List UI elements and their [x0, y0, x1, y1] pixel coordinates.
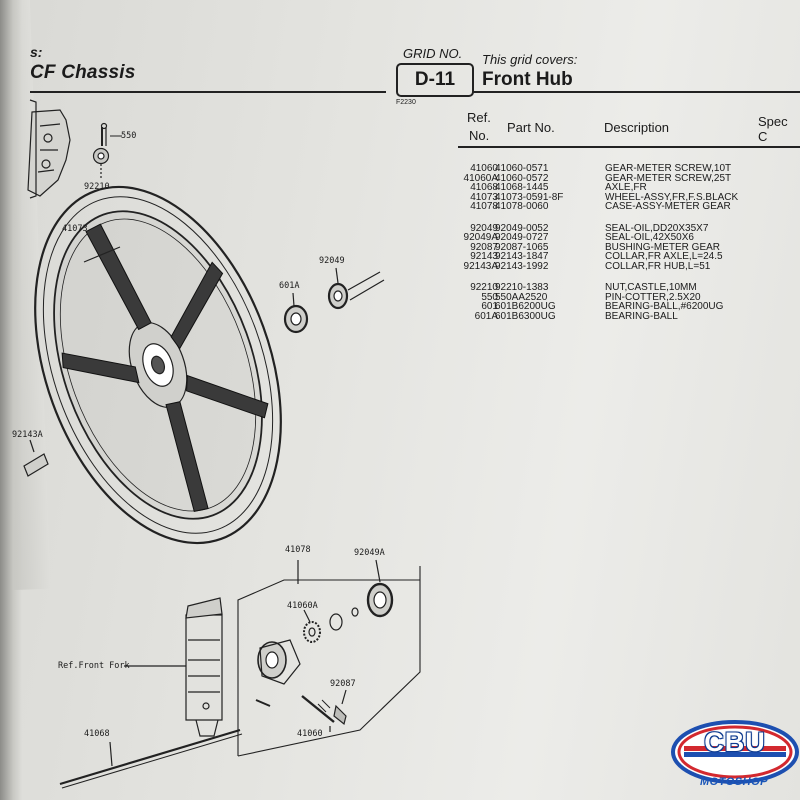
part-ref-no: 92143A — [463, 260, 498, 272]
part-description: CASE-ASSY-METER GEAR — [605, 201, 731, 212]
grid-number-box: D-11 — [396, 63, 474, 97]
part-description: GEAR-METER SCREW,25T — [605, 172, 732, 184]
callout-550: 550 — [121, 131, 137, 141]
part-description: BEARING-BALL — [605, 310, 678, 322]
part-ref-no: 41060 — [470, 163, 498, 174]
part-ref-no: 550 — [481, 291, 498, 303]
cotter-pin-550-drawing — [100, 122, 122, 146]
section-title: Front Hub — [482, 69, 573, 90]
part-description: WHEEL-ASSY,FR,F.S.BLACK — [605, 191, 739, 203]
callout-41060A: 41060A — [287, 601, 318, 611]
part-number: 92049-0727 — [495, 232, 549, 243]
part-number: 601B6200UG — [495, 301, 556, 312]
part-ref-no: 92049A — [463, 232, 498, 243]
table-header-rule — [458, 146, 800, 148]
part-number: 92143-1847 — [495, 251, 549, 262]
part-ref-no: 601A — [474, 310, 498, 322]
part-number: 550AA2520 — [495, 291, 548, 303]
meter-gear-41060-drawing — [301, 695, 335, 732]
part-description: NUT,CASTLE,10MM — [605, 282, 697, 293]
castle-nut-drawing — [92, 147, 110, 180]
part-ref-no: 41073 — [470, 191, 498, 203]
col-header-ref-line2: No. — [469, 128, 490, 143]
part-ref-no: 92143 — [470, 251, 498, 262]
front-axle-drawing — [59, 728, 243, 789]
part-ref-no: 601 — [481, 301, 498, 312]
chassis-prefix: s: — [30, 44, 43, 60]
grid-covers-label: This grid covers: — [482, 52, 578, 67]
header-rule-right — [472, 91, 800, 93]
part-description: COLLAR,FR HUB,L=51 — [605, 260, 711, 272]
part-number: 601B6300UG — [495, 310, 556, 322]
callout-92143A: 92143A — [12, 430, 43, 440]
callout-41073: 41073 — [62, 224, 88, 234]
part-ref-no: 92210 — [470, 282, 498, 293]
col-header-description: Description — [604, 120, 670, 135]
part-number: 92049-0052 — [495, 222, 549, 234]
small-ring-drawing — [351, 607, 359, 617]
watermark-brand: CBU — [704, 727, 766, 757]
col-header-ref-line1: Ref. — [467, 110, 491, 125]
cbu-logo-badge — [671, 720, 799, 784]
grid-number: D-11 — [414, 69, 456, 90]
part-description: SEAL-OIL,42X50X6 — [605, 232, 694, 243]
part-ref-no: 41060A — [463, 172, 498, 184]
meter-gear-case-drawing — [255, 639, 301, 707]
front-wheel-drawing — [34, 185, 282, 545]
front-fork-drawing — [185, 597, 223, 737]
part-description: PIN-COTTER,2.5X20 — [605, 291, 701, 303]
chassis-title: CF Chassis — [30, 62, 136, 83]
part-ref-no: 41068 — [470, 182, 498, 193]
part-description: BEARING-BALL,#6200UG — [605, 301, 724, 312]
part-description: SEAL-OIL,DD20X35X7 — [605, 222, 709, 234]
part-number: 41060-0572 — [495, 172, 549, 184]
bearing-601A-drawing — [283, 292, 309, 334]
seal-92049-drawing — [327, 267, 385, 310]
book-gutter-shadow — [0, 0, 22, 800]
callout-92210: 92210 — [84, 182, 110, 192]
callout-41068: 41068 — [84, 729, 110, 739]
header-rule-left — [30, 91, 386, 93]
part-description: COLLAR,FR AXLE,L=24.5 — [605, 251, 723, 262]
callout-41078: 41078 — [285, 545, 311, 555]
part-description: GEAR-METER SCREW,10T — [605, 163, 732, 174]
grid-number-label: GRID NO. — [403, 46, 463, 61]
part-number: 92143-1992 — [495, 260, 549, 272]
part-number: 92210-1383 — [495, 282, 549, 293]
callout-front-fork: Ref.Front Fork — [58, 661, 130, 671]
col-header-part-no: Part No. — [507, 120, 555, 135]
meter-gear-41060A-drawing — [303, 609, 321, 643]
callout-601A: 601A — [279, 281, 300, 291]
col-header-spec: Spec C — [758, 114, 788, 144]
brake-caliper-drawing — [27, 99, 71, 199]
callout-41060: 41060 — [297, 729, 323, 739]
thrust-washer-drawing — [329, 613, 343, 631]
figure-code: F2230 — [396, 99, 416, 106]
part-description: AXLE,FR — [605, 182, 647, 193]
part-ref-no: 92049 — [470, 222, 498, 234]
callout-92087: 92087 — [330, 679, 356, 689]
part-description: BUSHING-METER GEAR — [605, 241, 721, 253]
part-ref-no: 41078 — [470, 201, 498, 212]
part-number: 41060-0571 — [495, 163, 549, 174]
part-number: 41078-0060 — [495, 201, 549, 212]
leader-41073 — [83, 246, 121, 263]
callout-92049A: 92049A — [354, 548, 385, 558]
watermark-sub: MOTOSHOP — [700, 776, 768, 788]
bushing-92087-drawing — [333, 689, 347, 726]
callout-92049: 92049 — [319, 256, 345, 266]
part-number: 41073-0591-8F — [495, 191, 564, 203]
part-ref-no: 92087 — [470, 241, 498, 253]
collar-92143A-drawing — [23, 439, 49, 477]
seal-92049A-drawing — [366, 559, 394, 618]
part-number: 92087-1065 — [495, 241, 549, 253]
part-number: 41068-1445 — [495, 182, 549, 193]
